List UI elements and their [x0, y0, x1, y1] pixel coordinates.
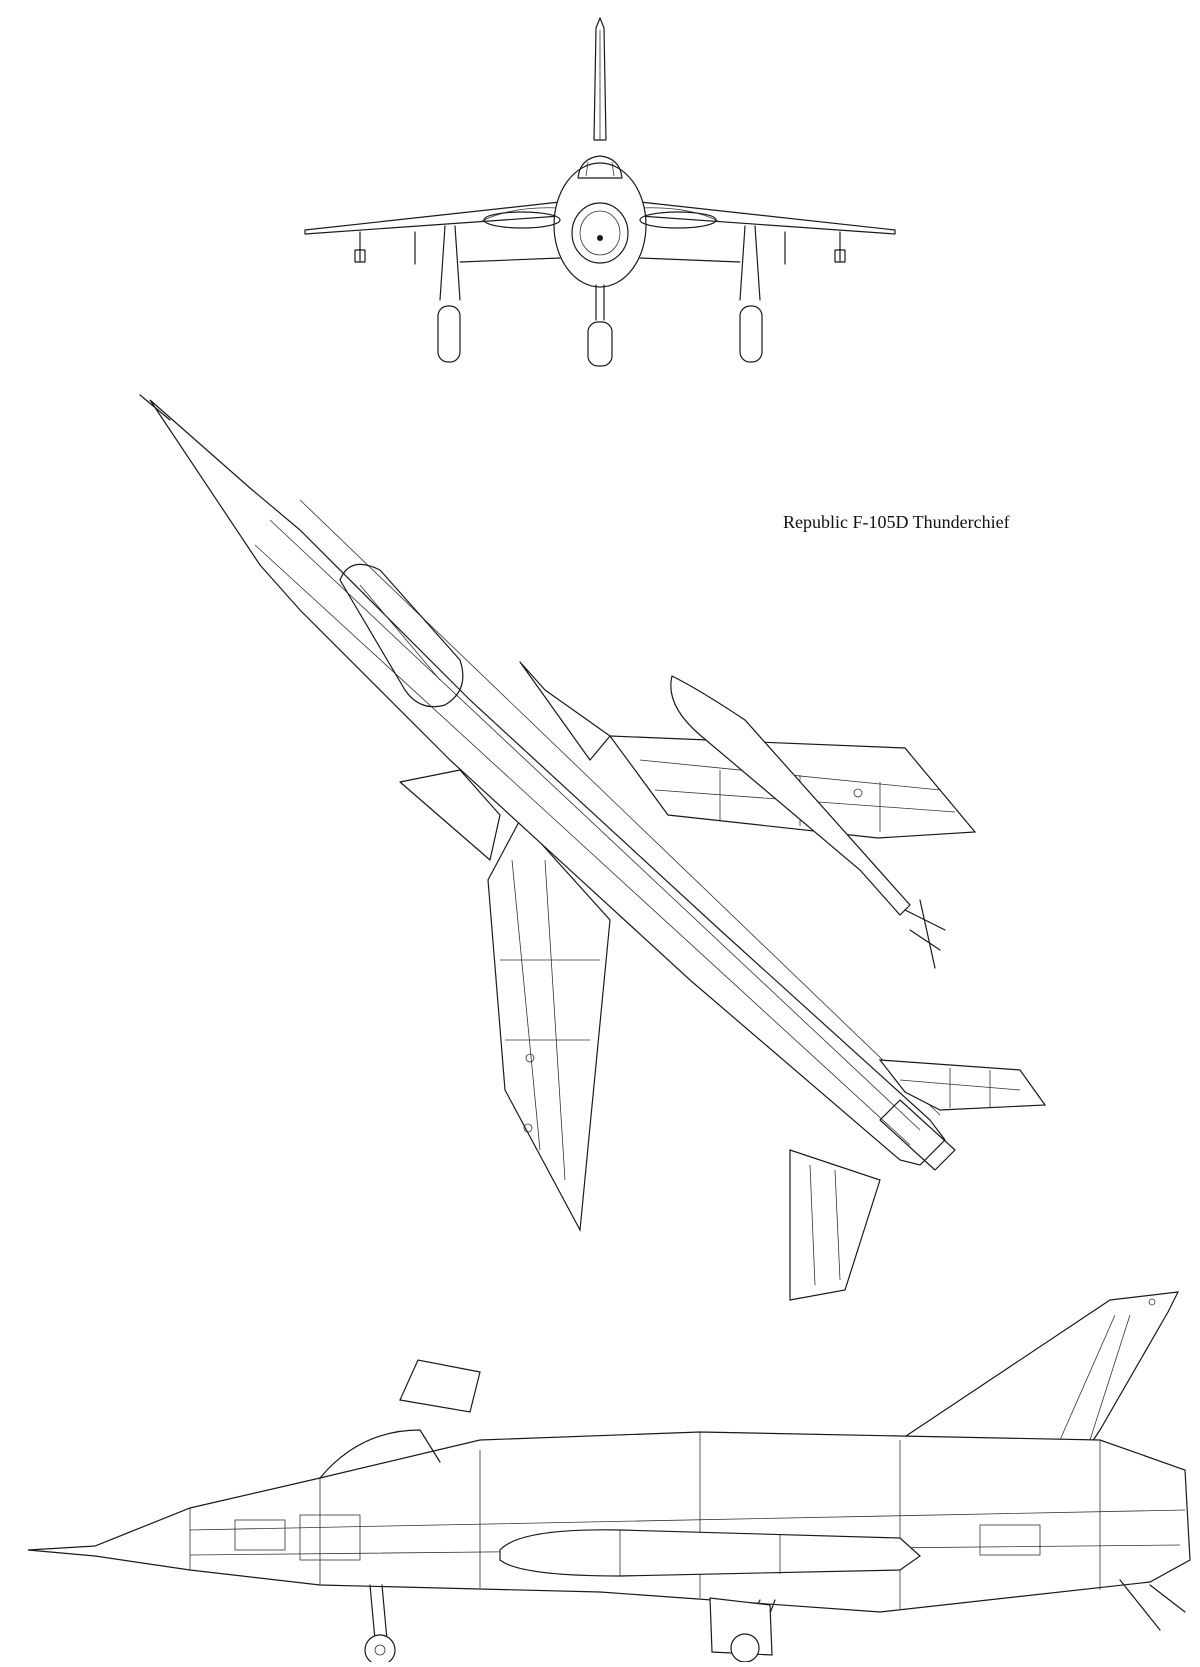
- top-view: [139, 394, 1047, 1301]
- drawing-title: Republic F-105D Thunderchief: [783, 512, 1010, 532]
- side-view: [27, 1291, 1191, 1666]
- front-view: [304, 17, 896, 367]
